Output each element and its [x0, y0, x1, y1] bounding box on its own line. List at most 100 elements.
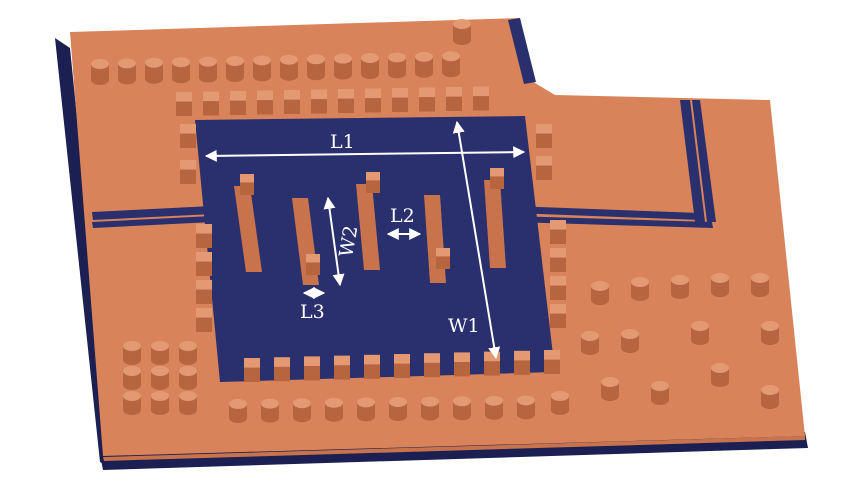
feed-line-right	[512, 206, 701, 220]
via-box	[484, 351, 500, 376]
via-cylinder	[307, 54, 325, 81]
via-box	[304, 356, 320, 381]
via-box	[550, 220, 566, 244]
label-L3: L3	[300, 301, 325, 323]
via-array	[91, 19, 779, 423]
via-box	[536, 124, 552, 148]
via-cylinder	[229, 399, 247, 423]
via-box	[240, 174, 254, 195]
via-cylinder	[226, 56, 244, 82]
via-cylinder	[761, 321, 779, 345]
via-box	[550, 304, 566, 328]
via-cylinder	[123, 366, 141, 390]
via-cylinder	[357, 397, 375, 422]
via-cylinder	[151, 341, 169, 365]
via-cylinder	[179, 391, 197, 415]
via-cylinder	[421, 396, 439, 421]
arrow-W1	[452, 120, 501, 360]
via-box	[473, 86, 489, 111]
via-cylinder	[293, 398, 311, 423]
via-cylinder	[621, 329, 639, 353]
via-box	[311, 89, 327, 114]
via-box	[257, 90, 273, 115]
via-box	[284, 90, 300, 114]
via-cylinder	[517, 395, 535, 420]
via-box	[274, 357, 290, 382]
feed-line-right-2	[512, 216, 713, 228]
via-cylinder	[631, 277, 649, 301]
via-cylinder	[151, 391, 169, 415]
via-cylinder	[711, 273, 729, 297]
via-cylinder	[389, 397, 407, 421]
right-channel-strip-1	[680, 100, 705, 222]
via-cylinder	[388, 52, 406, 79]
via-cylinder	[651, 381, 669, 405]
top-channel-strip	[508, 18, 536, 84]
via-box	[514, 350, 530, 375]
via-cylinder	[601, 377, 619, 401]
via-box	[180, 124, 196, 148]
via-cylinder	[261, 398, 279, 423]
via-cylinder	[179, 366, 197, 390]
via-box	[392, 88, 408, 112]
via-box	[419, 87, 435, 112]
via-cylinder	[118, 58, 136, 85]
via-cylinder	[91, 59, 109, 85]
via-box	[196, 308, 212, 332]
label-L1: L1	[330, 131, 355, 153]
via-box	[244, 358, 260, 382]
via-cylinder	[591, 281, 609, 305]
via-cylinder	[361, 53, 379, 79]
via-cylinder	[711, 363, 729, 387]
resonator-strips	[234, 180, 506, 285]
via-cylinder	[415, 51, 433, 78]
via-cylinder	[145, 57, 163, 84]
via-cylinder	[581, 331, 599, 355]
via-box	[176, 92, 192, 116]
via-box	[454, 352, 470, 377]
via-box	[550, 276, 566, 300]
via-cylinder	[253, 55, 271, 82]
label-W2: W2	[335, 224, 362, 259]
via-cylinder	[123, 341, 141, 365]
via-box	[366, 172, 380, 193]
via-box	[196, 280, 212, 304]
via-box	[550, 248, 566, 272]
via-cylinder	[551, 391, 569, 415]
via-box	[490, 168, 504, 189]
dimension-annotations: L1 L2 L3 W1 W2	[204, 120, 526, 360]
via-box	[180, 160, 196, 184]
right-channel-strip-2	[692, 100, 716, 222]
via-box	[424, 353, 440, 378]
via-box	[196, 252, 212, 276]
via-cylinder	[671, 275, 689, 299]
via-box	[230, 91, 246, 115]
via-box	[394, 354, 410, 378]
via-cylinder	[453, 19, 471, 45]
via-box	[436, 248, 450, 269]
via-cylinder	[485, 395, 503, 420]
via-box	[203, 91, 219, 116]
via-box	[365, 88, 381, 113]
via-cylinder	[123, 391, 141, 415]
via-box	[364, 354, 380, 379]
board-copper-edge	[103, 436, 805, 461]
resonator-strip-3	[356, 184, 380, 270]
via-box	[338, 89, 354, 113]
via-cylinder	[691, 321, 709, 345]
label-W1: W1	[448, 315, 480, 337]
via-box	[334, 355, 350, 380]
via-box	[196, 224, 212, 248]
via-cylinder	[325, 397, 343, 422]
via-box	[536, 156, 552, 180]
arrow-W2	[323, 196, 345, 287]
via-cylinder	[172, 57, 190, 84]
feed-line-left	[92, 206, 213, 220]
via-box	[306, 254, 320, 275]
feed-line-left-2	[92, 216, 213, 228]
via-cylinder	[761, 385, 779, 409]
via-cylinder	[453, 396, 471, 421]
via-box	[446, 87, 462, 111]
